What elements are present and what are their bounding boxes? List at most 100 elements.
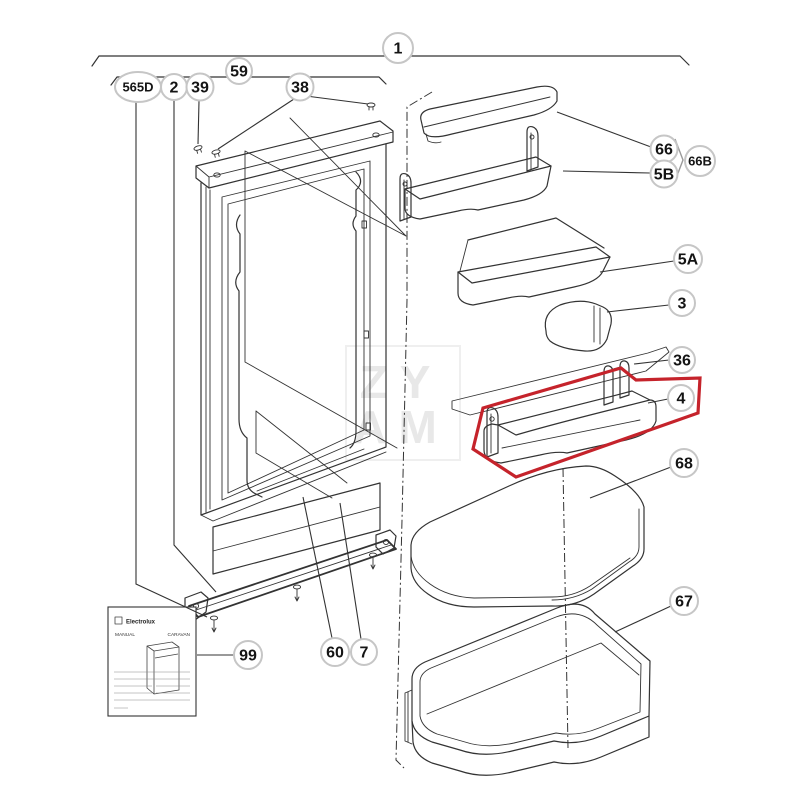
callout-label-7: 7 (360, 645, 369, 662)
manual-document: Electrolux MANUAL CARAVAN (107, 606, 197, 717)
callout-circle-1 (382, 32, 414, 64)
leader-line-4 (647, 398, 669, 404)
callout-circle-5B (649, 159, 679, 189)
leader-line-66 (556, 111, 652, 148)
callout-label-1: 1 (394, 41, 403, 58)
callout-60: 60 (302, 496, 350, 667)
leader-line-5A (599, 260, 675, 273)
callout-39: 39 (185, 72, 215, 145)
document-table (114, 671, 190, 709)
callouts: 1 59 565D 2 39 38 66 66B 5B 5A 3 36 4 68 67 99 60 7 (114, 32, 716, 670)
callout-circle-5A (673, 244, 703, 274)
door-gasket-frame (221, 160, 371, 501)
leader-line-3 (606, 304, 670, 313)
callout-label-39: 39 (191, 80, 209, 97)
callout-5B: 5B (562, 159, 679, 189)
callout-4: 4 (647, 384, 695, 412)
leader-line-36 (633, 359, 670, 365)
door-assembly (184, 102, 407, 633)
door-inner-liner (235, 171, 371, 498)
callout-label-59: 59 (230, 64, 248, 81)
screw-icon (292, 584, 302, 602)
screw-icon (209, 615, 219, 633)
callout-circle-3 (668, 289, 696, 317)
leader-line-2 (173, 100, 217, 593)
callout-label-5B: 5B (654, 167, 674, 184)
callout-label-99: 99 (239, 648, 257, 665)
document-caravan-label: CARAVAN (168, 632, 191, 638)
document-manual-label: MANUAL (115, 632, 135, 638)
construction-lines (395, 91, 569, 769)
callout-38: 38 (217, 72, 369, 150)
callout-circle-59 (225, 57, 253, 85)
callout-circle-99 (233, 640, 263, 670)
callout-3: 3 (606, 289, 696, 317)
callout-59: 59 (225, 57, 253, 85)
part-5B-shelf (399, 125, 552, 222)
part-68-lid (410, 465, 645, 608)
leader-line-38 (217, 98, 295, 150)
callout-circle-7 (350, 638, 378, 666)
callout-label-60: 60 (326, 645, 344, 662)
part-66-cover (420, 85, 558, 144)
door-inner-panels (244, 117, 407, 499)
callout-5A: 5A (599, 244, 703, 274)
callout-565D: 565D (114, 71, 208, 618)
callout-99: 99 (197, 640, 263, 670)
callout-circle-39 (185, 72, 215, 102)
watermark-line2: AM (353, 401, 449, 453)
callout-circle-67 (669, 586, 699, 616)
callout-36: 36 (633, 346, 696, 374)
leader-line-38 (305, 95, 369, 105)
callout-label-67: 67 (675, 594, 693, 611)
leader-line-68 (589, 466, 672, 499)
callout-circle-36 (668, 346, 696, 374)
leader-line-67 (614, 605, 672, 633)
callout-label-5A: 5A (678, 252, 699, 269)
callout-66: 66 (556, 111, 679, 164)
document-fridge-thumbnail (146, 641, 180, 695)
part-5A-shelf (457, 217, 611, 306)
screw-icon (211, 149, 221, 158)
callout-1: 1 (382, 32, 414, 64)
callout-label-68: 68 (675, 456, 693, 473)
callout-label-36: 36 (673, 353, 691, 370)
screw-icons (193, 102, 378, 633)
callout-circle-68 (669, 448, 699, 478)
callout-label-66: 66 (655, 142, 673, 159)
part-3-pocket (544, 300, 612, 352)
callout-label-66B: 66B (688, 154, 712, 169)
door-outer-frame (200, 143, 387, 522)
callout-circle-66B (684, 145, 716, 177)
callout-66B: 66B (684, 145, 716, 177)
watermark: ZY AM (345, 345, 461, 461)
part-4-bin (483, 360, 657, 464)
leader-line-5B (562, 170, 651, 174)
watermark-line1: ZY (360, 356, 443, 408)
door-top-cap (195, 120, 394, 189)
leader-line-39 (197, 100, 200, 145)
callout-68: 68 (589, 448, 699, 499)
callout-circle-60 (320, 637, 350, 667)
callout-label-38: 38 (291, 80, 309, 97)
leader-line-7 (339, 502, 362, 640)
callout-67: 67 (614, 586, 699, 633)
leader-line-565D (135, 102, 208, 618)
screw-icon (368, 552, 378, 570)
callout-circle-38 (285, 72, 315, 102)
callout-label-4: 4 (677, 391, 686, 408)
part-67-tray (404, 603, 651, 776)
callout-label-3: 3 (678, 296, 687, 313)
document-brand: Electrolux (126, 620, 156, 626)
door-lower-panel (212, 482, 381, 575)
highlight-part-4 (471, 366, 702, 479)
callout-2: 2 (160, 73, 217, 593)
callout-label-2: 2 (170, 80, 179, 97)
leader-line-60 (302, 496, 333, 639)
callout-circle-4 (667, 384, 695, 412)
callout-label-565D: 565D (122, 80, 153, 95)
hinge-rail (184, 529, 397, 621)
screw-icon (366, 102, 376, 111)
